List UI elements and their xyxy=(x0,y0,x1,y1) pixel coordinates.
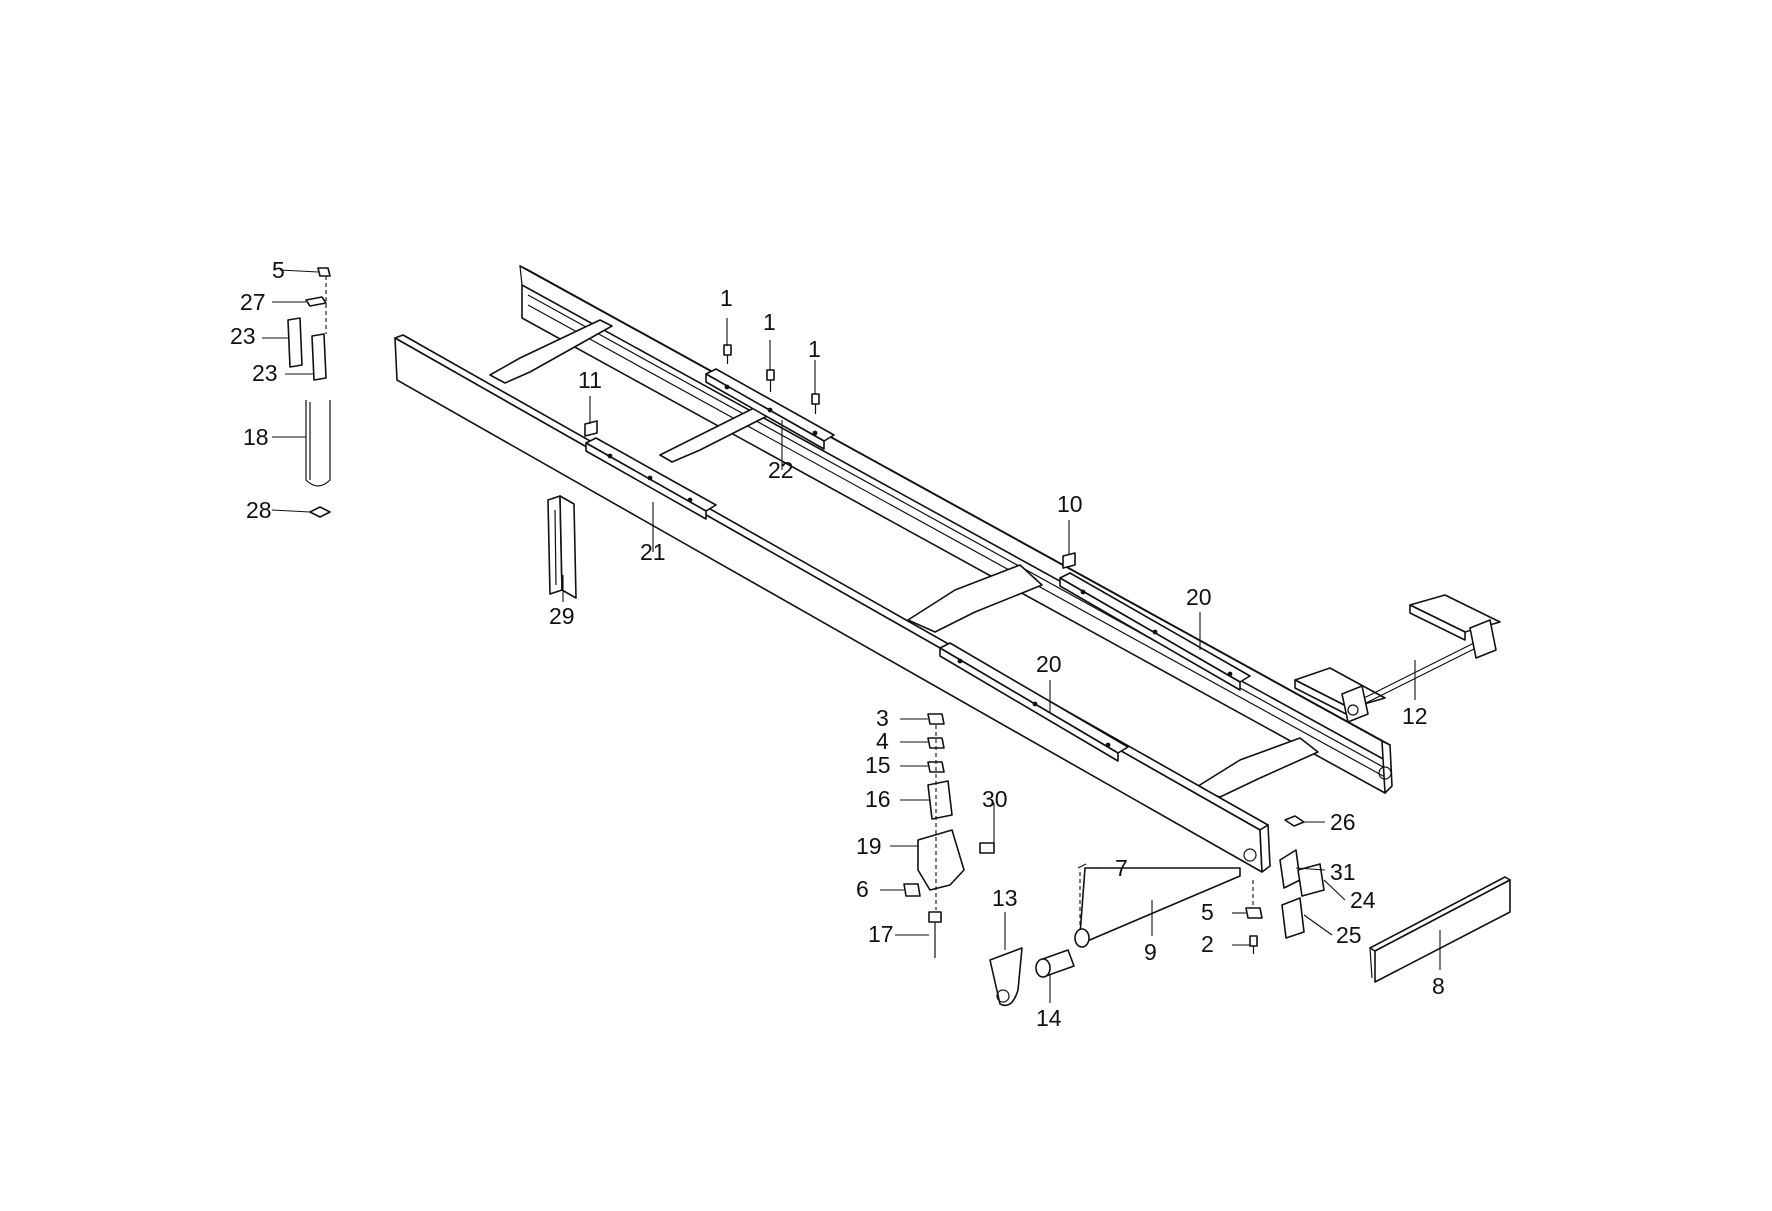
callout-11: 11 xyxy=(578,367,602,393)
callout-27: 27 xyxy=(240,289,266,315)
sleeve-part-14 xyxy=(1035,949,1075,978)
callout-23-a: 23 xyxy=(230,323,256,349)
chassis-frame xyxy=(394,265,1393,873)
callout-7: 7 xyxy=(1115,855,1128,881)
bracket-part-13 xyxy=(989,947,1023,1007)
callout-24: 24 xyxy=(1350,887,1376,913)
ubolt-assembly xyxy=(287,267,331,518)
callout-30: 30 xyxy=(982,786,1008,812)
clip-part-10 xyxy=(1062,552,1076,569)
channel-part-29 xyxy=(547,495,577,599)
bracket-part-11 xyxy=(584,420,598,437)
callout-9: 9 xyxy=(1144,939,1157,965)
callout-6: 6 xyxy=(856,876,869,902)
shaft-part-9 xyxy=(1074,867,1241,948)
callout-20-a: 20 xyxy=(1186,584,1212,610)
callout-22: 22 xyxy=(768,457,794,483)
callout-12: 12 xyxy=(1402,703,1428,729)
callout-5-b: 5 xyxy=(1201,899,1214,925)
callout-1-c: 1 xyxy=(808,336,821,362)
callout-28: 28 xyxy=(246,497,272,523)
callout-10: 10 xyxy=(1057,491,1083,517)
callout-21: 21 xyxy=(640,539,666,565)
callout-1-a: 1 xyxy=(720,285,733,311)
right-bracket-set xyxy=(1245,815,1325,954)
callout-5-a: 5 xyxy=(272,257,285,283)
callout-labels: 1 1 1 2 3 4 5 5 6 7 8 9 10 11 12 13 14 1… xyxy=(230,257,1445,1031)
callout-29: 29 xyxy=(549,603,575,629)
spring-hanger-set xyxy=(903,713,1087,958)
callout-15: 15 xyxy=(865,752,891,778)
angle-part-8 xyxy=(1369,876,1511,983)
callout-25: 25 xyxy=(1336,922,1362,948)
callout-16: 16 xyxy=(865,786,891,812)
callout-4: 4 xyxy=(876,728,889,754)
callout-18: 18 xyxy=(243,424,269,450)
callout-14: 14 xyxy=(1036,1005,1062,1031)
callout-31: 31 xyxy=(1330,859,1356,885)
callout-26: 26 xyxy=(1330,809,1356,835)
callout-19: 19 xyxy=(856,833,882,859)
callout-23-b: 23 xyxy=(252,360,278,386)
callout-8: 8 xyxy=(1432,973,1445,999)
callout-13: 13 xyxy=(992,885,1018,911)
callout-17: 17 xyxy=(868,921,894,947)
callout-1-b: 1 xyxy=(763,309,776,335)
leader-lines xyxy=(262,269,1441,1003)
crossmember-part-12 xyxy=(1294,594,1501,723)
callout-2: 2 xyxy=(1201,931,1214,957)
callout-3: 3 xyxy=(876,705,889,731)
callout-20-b: 20 xyxy=(1036,651,1062,677)
